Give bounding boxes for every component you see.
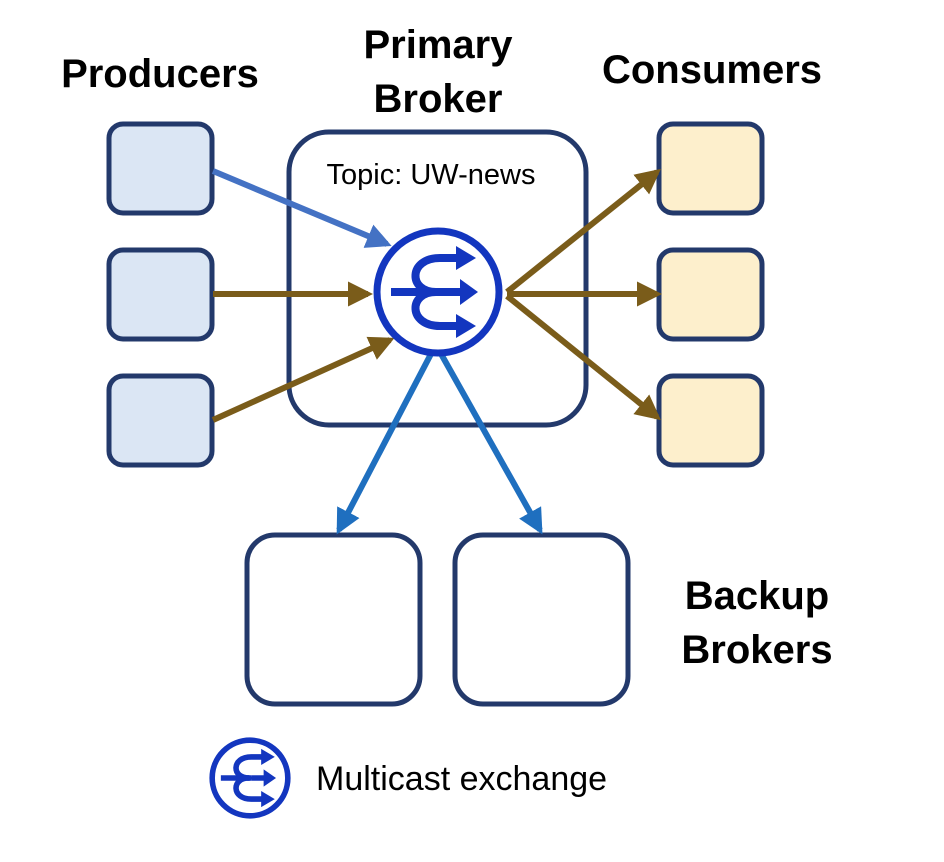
backup-brokers-heading-line2: Brokers	[681, 628, 832, 672]
legend-multicast-exchange-icon	[209, 737, 291, 819]
exchange-to-consumer-arrow	[505, 293, 661, 421]
producer-box	[106, 247, 215, 342]
primary-broker-heading-line1: Primary	[364, 23, 514, 67]
producer-box	[106, 373, 215, 468]
consumer-box	[656, 121, 765, 216]
producers-heading: Producers	[61, 52, 259, 96]
primary-broker-heading-line2: Broker	[374, 77, 503, 121]
backup-brokers-heading-line1: Backup	[685, 574, 830, 618]
consumer-box	[656, 247, 765, 342]
multicast-exchange-icon	[373, 227, 503, 357]
exchange-to-backup-arrow	[336, 350, 435, 535]
backup-broker-box	[452, 532, 631, 707]
producer-to-exchange-arrow	[211, 336, 395, 423]
exchange-to-consumer-arrow	[505, 168, 661, 295]
topic-label: Topic: UW-news	[327, 159, 536, 191]
backup-broker-box	[244, 532, 423, 707]
legend-label: Multicast exchange	[316, 760, 607, 798]
producer-to-exchange-arrow	[211, 168, 392, 248]
consumers-heading: Consumers	[602, 48, 822, 92]
exchange-to-backup-arrow	[437, 350, 543, 535]
producer-box	[106, 121, 215, 216]
consumer-box	[656, 373, 765, 468]
